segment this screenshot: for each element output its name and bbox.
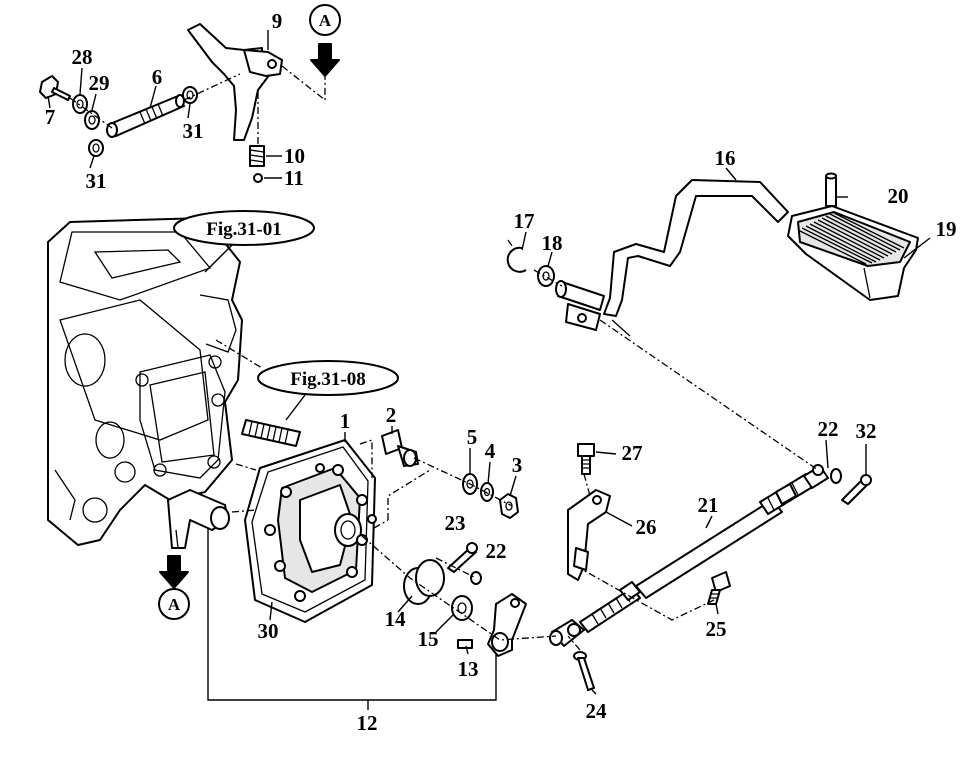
shift-fork-assembly [39, 23, 283, 183]
part-number-13: 13 [458, 657, 479, 681]
lever-plate [487, 593, 527, 657]
part-number-20: 20 [888, 184, 909, 208]
shift-arm [167, 489, 230, 549]
part-number-31-upper: 31 [183, 119, 204, 143]
washer-22-right [830, 468, 842, 484]
part-number-31-lower: 31 [86, 169, 107, 193]
part-number-17: 17 [514, 209, 535, 233]
part-number-21: 21 [698, 493, 719, 517]
view-marker-a-top: A [319, 11, 332, 30]
part-number-29: 29 [89, 71, 110, 95]
pedal-pad-19 [787, 205, 919, 301]
pedal-arm-16 [555, 179, 789, 337]
bolt-2 [381, 429, 419, 467]
part-number-19: 19 [936, 217, 957, 241]
assembly-12-bracket [207, 528, 497, 701]
part-number-27: 27 [622, 441, 643, 465]
part-number-23: 23 [445, 511, 466, 535]
cover-assembly [244, 439, 377, 623]
fig-31-08-label: Fig.31-08 [290, 369, 365, 390]
view-arrow-a-bottom: A [158, 555, 190, 620]
bolt-25 [707, 571, 731, 605]
view-marker-a-bottom: A [168, 595, 181, 614]
part-number-18: 18 [542, 231, 563, 255]
part-number-4: 4 [485, 439, 496, 463]
part-number-9: 9 [272, 9, 283, 33]
part-number-2: 2 [386, 403, 397, 427]
fig-31-08-reference[interactable]: Fig.31-08 [257, 360, 399, 421]
lock-washer-4 [480, 482, 494, 502]
pin-20 [825, 172, 837, 207]
bolt-27 [577, 443, 595, 475]
part-number-7: 7 [45, 105, 56, 129]
part-number-1: 1 [340, 409, 351, 433]
view-arrow-a-top: A [309, 4, 341, 77]
clevis-pin-24 [573, 651, 595, 691]
part-number-28: 28 [72, 45, 93, 69]
part-number-30: 30 [258, 619, 279, 643]
part-number-25: 25 [706, 617, 727, 641]
washer-22-middle [470, 571, 482, 585]
part-number-10: 10 [284, 144, 305, 168]
part-number-24: 24 [586, 699, 608, 723]
bracket-26 [567, 489, 611, 581]
part-number-15: 15 [418, 627, 439, 651]
part-number-22-right: 22 [818, 417, 839, 441]
snap-ring-17 [506, 246, 527, 273]
washer-15 [451, 595, 473, 621]
washer-18 [537, 265, 555, 287]
part-number-32: 32 [856, 419, 877, 443]
part-number-6: 6 [152, 65, 163, 89]
part-number-3: 3 [512, 453, 523, 477]
part-number-26: 26 [636, 515, 657, 539]
part-number-11: 11 [284, 166, 304, 190]
transmission-housing [47, 217, 243, 546]
part-number-14: 14 [385, 607, 407, 631]
part-number-12: 12 [357, 711, 378, 735]
rod-assembly [549, 464, 829, 647]
part-number-16: 16 [715, 146, 736, 170]
part-number-5: 5 [467, 425, 478, 449]
part-number-22-middle: 22 [486, 539, 507, 563]
fig-31-01-reference[interactable]: Fig.31-01 [173, 210, 315, 273]
collar-14 [403, 559, 445, 605]
pin-13 [457, 639, 473, 649]
stud-bolt [241, 419, 301, 447]
fig-31-01-label: Fig.31-01 [206, 219, 281, 240]
nut-3 [499, 493, 519, 519]
